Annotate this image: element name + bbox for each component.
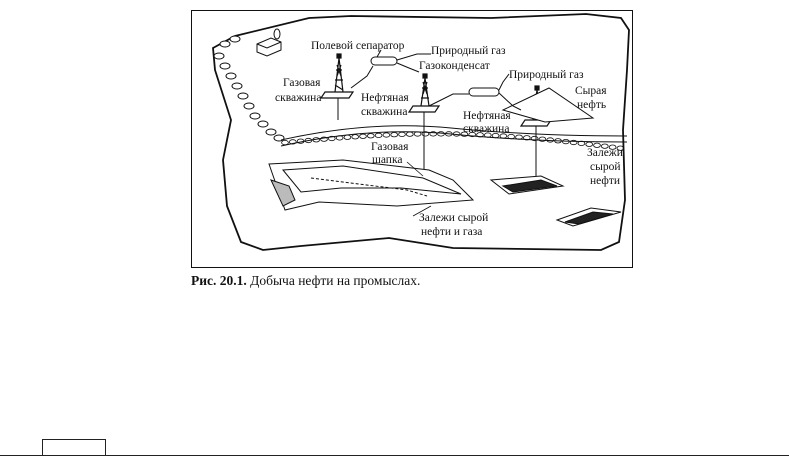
label-gas-well-line1: Газовая: [283, 77, 321, 89]
label-gas-cap-line2: шапка: [372, 154, 402, 166]
bedrock-bead: [499, 133, 508, 139]
bedrock-bead: [593, 142, 601, 148]
bedrock-bead: [491, 133, 500, 139]
bedrock-bead: [530, 135, 539, 142]
gas-well-derrick: [319, 53, 355, 120]
bedrock-bead: [429, 131, 438, 137]
label-oil-well-1-line1: Нефтяная: [361, 92, 409, 104]
bedrock-bead: [569, 139, 578, 146]
bedrock-bead: [460, 131, 469, 137]
caption-label: Рис. 20.1.: [191, 273, 247, 288]
label-oil-well-2-line2: скважина: [463, 123, 509, 135]
field-separator-1: [370, 56, 398, 66]
bedrock-bead: [304, 137, 313, 144]
bedrock-bead: [367, 133, 375, 139]
bedrock-bead: [374, 132, 383, 139]
crude-oil-storage: [501, 87, 595, 123]
bedrock-bead: [522, 135, 531, 141]
bedrock-bead: [585, 141, 594, 147]
label-deposits-crude-line2: сырой: [590, 161, 621, 173]
bedrock-bead: [538, 136, 547, 142]
field-separator-2: [468, 87, 500, 97]
crude-oil-deposit-1: [489, 175, 565, 195]
label-crude-oil-line1: Сырая: [575, 85, 607, 97]
bedrock-bead: [507, 134, 516, 140]
label-oil-well-2-line1: Нефтяная: [463, 110, 511, 122]
page-footer-tab: [42, 439, 106, 456]
bedrock-bead: [328, 135, 336, 142]
label-field-separator: Полевой сепаратор: [311, 40, 405, 52]
bedrock-bead: [546, 137, 555, 143]
bedrock-beads: [281, 131, 625, 151]
bedrock-bead: [600, 143, 609, 149]
bedrock-bead: [281, 140, 289, 146]
crude-oil-deposit-2: [555, 207, 622, 227]
bedrock-bead: [616, 145, 625, 151]
bedrock-bead: [483, 132, 492, 138]
oil-well-derrick-1: [407, 73, 441, 185]
bedrock-bead: [608, 144, 617, 150]
pipeline-system: [350, 49, 522, 111]
bedrock-bead: [335, 135, 344, 141]
bedrock-bead: [561, 139, 570, 145]
bedrock-bead: [577, 140, 586, 146]
storage-building: [256, 28, 282, 57]
caption-text: Добыча нефти на промыслах.: [246, 273, 421, 288]
bedrock-bead: [468, 131, 477, 138]
label-oil-well-1-line2: скважина: [361, 106, 407, 118]
bedrock-bead: [437, 131, 445, 137]
bedrock-bead: [452, 131, 461, 137]
oil-field-drawing: Полевой сепаратор Природный газ Газоконд…: [191, 10, 633, 268]
bedrock-bead: [343, 134, 352, 140]
bedrock-bead: [289, 139, 297, 145]
bedrock-bead: [312, 137, 320, 143]
bedrock-bead: [351, 134, 360, 140]
bedrock-bead: [444, 131, 453, 137]
label-deposits-crude-line1: Залежи: [587, 147, 623, 159]
label-natural-gas-2: Природный газ: [509, 69, 584, 81]
bedrock-bead: [515, 134, 523, 140]
label-crude-oil-line2: нефть: [577, 99, 606, 111]
oil-field-illustration: Полевой сепаратор Природный газ Газоконд…: [191, 10, 633, 268]
page-footer-rule: [0, 455, 789, 456]
label-natural-gas-1: Природный газ: [431, 45, 506, 57]
figure-caption: Рис. 20.1. Добыча нефти на промыслах.: [191, 273, 420, 289]
oil-gas-deposit: [268, 159, 475, 211]
surface-rock-layer: [213, 35, 285, 142]
bedrock-bead: [406, 131, 414, 137]
bedrock-bead: [382, 132, 391, 138]
bedrock-bead: [296, 138, 305, 144]
leader-lines: [406, 161, 432, 217]
bedrock-bead: [320, 136, 328, 142]
label-deposits-oil-gas-line2: нефти и газа: [421, 226, 482, 238]
bedrock-bead: [390, 132, 399, 138]
label-deposits-crude-line3: нефти: [590, 175, 620, 187]
label-gas-condensate: Газоконденсат: [419, 60, 490, 72]
label-gas-cap-line1: Газовая: [371, 141, 409, 153]
label-deposits-oil-gas-line1: Залежи сырой: [419, 212, 488, 224]
label-gas-well-line2: скважина: [275, 92, 321, 104]
bedrock-bead: [359, 133, 367, 139]
bedrock-bead: [398, 131, 406, 138]
bedrock-bead: [554, 138, 562, 144]
bedrock-bead: [421, 131, 430, 137]
bedrock-bead: [476, 132, 484, 138]
bedrock-bead: [413, 131, 422, 137]
